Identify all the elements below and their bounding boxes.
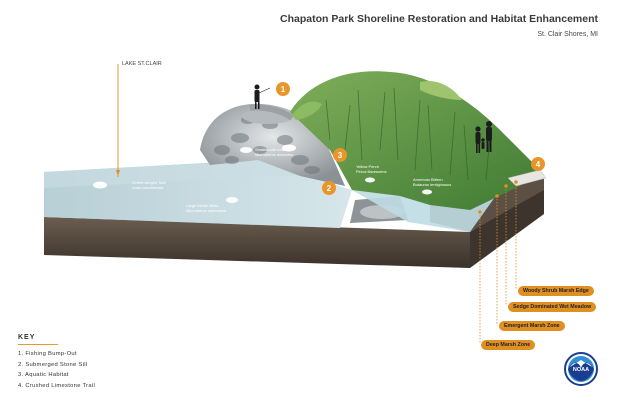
- people-silhouettes: [254, 84, 492, 153]
- noaa-logo-text: NOAA: [573, 367, 589, 373]
- species-largemouth-bass: Large Mouth Bass Micropterus salmoides: [186, 203, 227, 214]
- page-title: Chapaton Park Shoreline Restoration and …: [280, 13, 598, 25]
- soil-side: [470, 188, 544, 268]
- species-common-name: Smallmouth bass: [255, 147, 286, 152]
- species-common-name: Large Mouth Bass: [186, 203, 219, 208]
- key-item-1: 1. Fishing Bump-Out: [18, 351, 77, 357]
- species-green-winged-teal: Green-winged Teal Anas carolinensis: [132, 180, 166, 191]
- noaa-logo-icon: NOAA: [564, 352, 598, 386]
- species-fish-near-rocks: Smallmouth bass Micropterus dolomieu: [255, 147, 294, 158]
- zone-tag-deep-marsh: Deep Marsh Zone: [481, 340, 536, 350]
- species-common-name: Yellow Perch: [356, 164, 379, 169]
- species-yellow-perch: Yellow Perch Perca flavescens: [356, 164, 387, 175]
- key-item-3: 3. Aquatic Habitat: [18, 372, 69, 378]
- species-scientific-name: Anas carolinensis: [132, 184, 164, 190]
- page-subtitle: St. Clair Shores, MI: [537, 31, 598, 38]
- lake-label: LAKE ST.CLAIR: [122, 61, 162, 67]
- species-scientific-name: Micropterus salmoides: [186, 207, 227, 213]
- badge-aquatic-habitat: 3: [333, 148, 347, 162]
- species-scientific-name: Botaurus lentiginosus: [413, 181, 452, 187]
- species-scientific-name: Micropterus dolomieu: [255, 151, 294, 157]
- species-common-name: Green-winged Teal: [132, 180, 166, 185]
- species-american-bittern: American Bittern Botaurus lentiginosus: [413, 177, 452, 188]
- key-item-4: 4. Crushed Limestone Trail: [18, 382, 96, 389]
- zone-tag-sedge-meadow: Sedge Dominated Wet Meadow: [508, 302, 597, 312]
- badge-limestone-trail: 4: [531, 157, 545, 171]
- key-title: KEY: [18, 334, 58, 345]
- zone-tag-woody-shrub: Woody Shrub Marsh Edge: [518, 286, 594, 296]
- species-common-name: American Bittern: [413, 177, 443, 182]
- marsh-vegetation: [290, 71, 540, 211]
- legend-key: KEY 1. Fishing Bump-Out 2. Submerged Sto…: [18, 334, 168, 391]
- species-scientific-name: Perca flavescens: [356, 168, 387, 174]
- zone-tag-emergent-marsh: Emergent Marsh Zone: [499, 321, 565, 331]
- badge-submerged-stone-sill: 2: [322, 181, 336, 195]
- soil-front: [44, 217, 470, 268]
- badge-fishing-bump-out: 1: [276, 82, 290, 96]
- key-item-2: 2. Submerged Stone Sill: [18, 361, 88, 368]
